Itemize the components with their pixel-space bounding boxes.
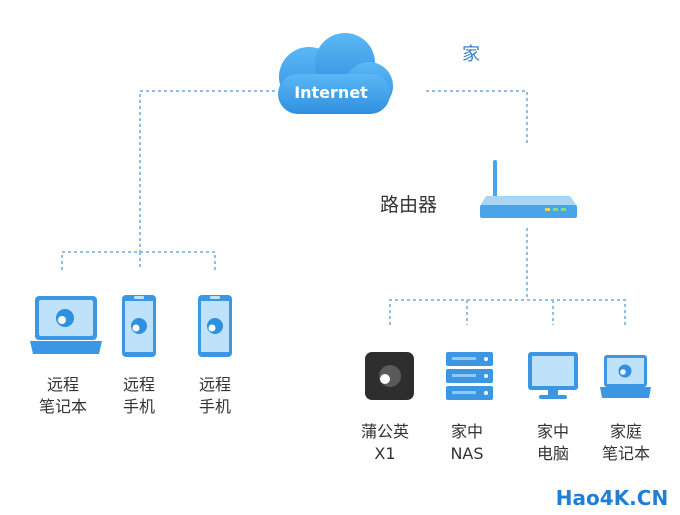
home-laptop-label: 家庭 笔记本 — [601, 422, 650, 463]
remote-phone-icon — [122, 295, 156, 357]
remote-laptop-icon — [30, 296, 102, 354]
internet-cloud — [278, 33, 393, 114]
desktop-monitor-icon — [528, 352, 578, 399]
home-branch-line — [389, 299, 626, 325]
pgy-x1-label: 蒲公英 X1 — [360, 422, 409, 463]
nas-label: 家中 NAS — [450, 422, 484, 463]
router-icon — [480, 160, 577, 218]
cloud-to-router-line — [426, 90, 528, 145]
home-laptop-icon — [600, 355, 651, 398]
remote-phone-label: 远程 手机 — [198, 375, 231, 416]
remote-laptop-label: 远程 笔记本 — [38, 375, 87, 416]
cloud-to-remote-line — [139, 90, 275, 252]
router-label: 路由器 — [380, 194, 438, 216]
nas-icon — [446, 352, 493, 400]
cloud-label: Internet — [294, 83, 368, 102]
home-label: 家 — [462, 44, 480, 65]
remote-phone-label: 远程 手机 — [122, 375, 155, 416]
remote-phone-icon — [198, 295, 232, 357]
desktop-label: 家中 电脑 — [536, 422, 569, 463]
watermark: Hao4K.CN — [548, 484, 676, 512]
pgy-x1-device-icon — [365, 352, 414, 400]
connection-lines — [61, 90, 626, 325]
remote-branch-line — [61, 251, 216, 270]
